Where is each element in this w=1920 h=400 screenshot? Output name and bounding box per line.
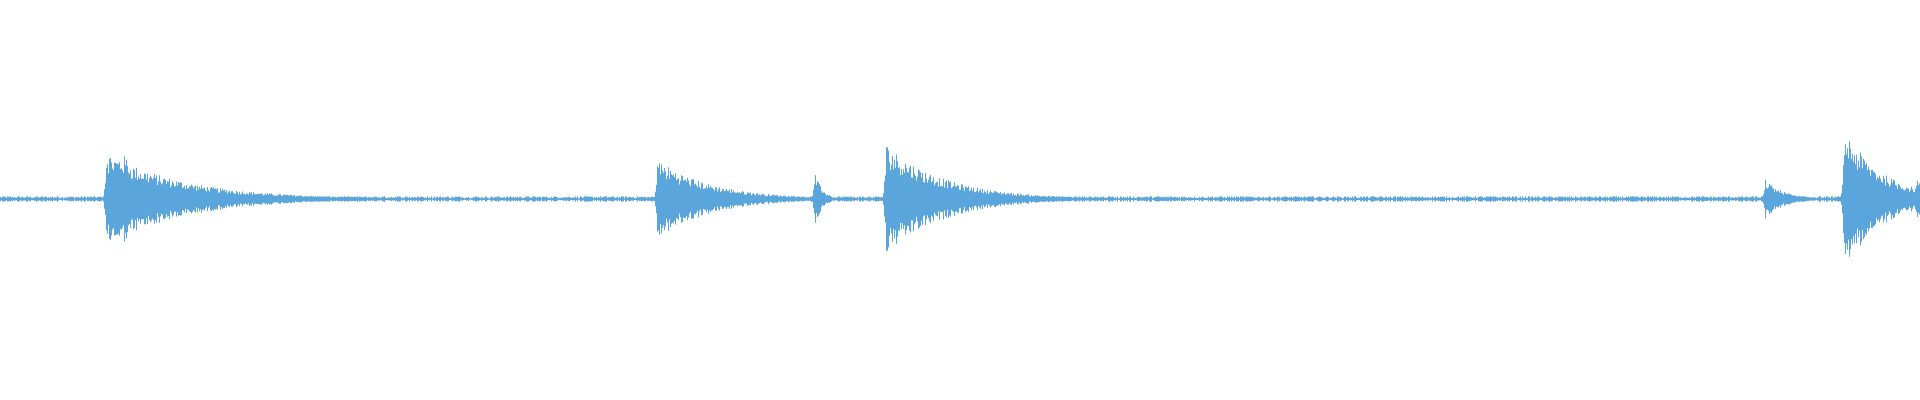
- waveform-envelope: [0, 141, 1920, 257]
